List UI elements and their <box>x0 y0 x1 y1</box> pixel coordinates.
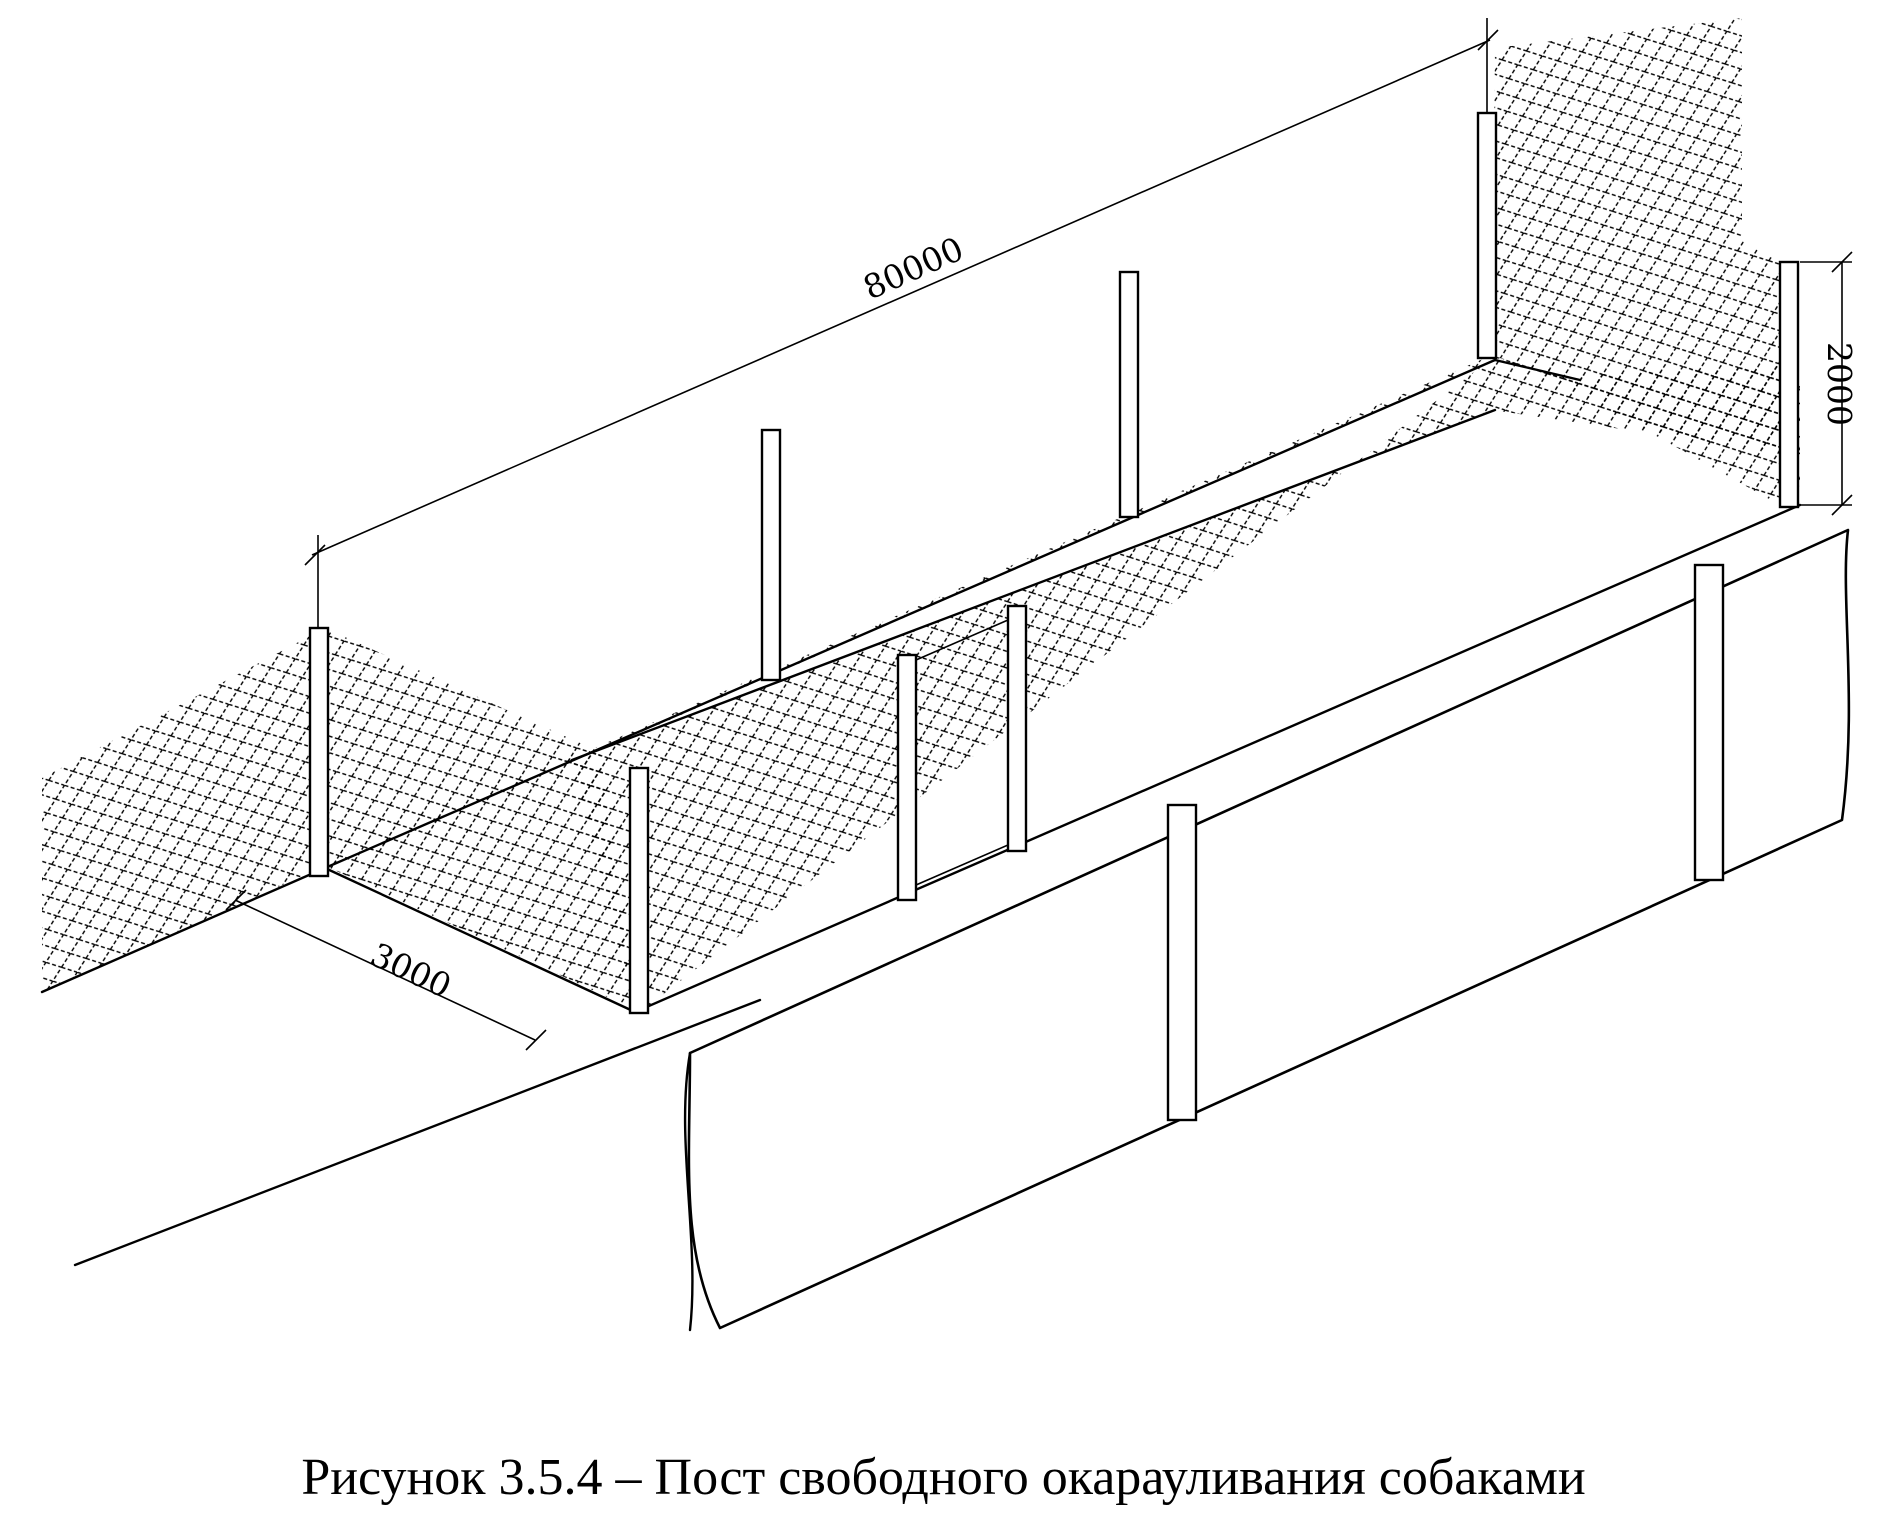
fence-post <box>1476 111 1498 360</box>
perimeter-wall <box>687 528 1851 1330</box>
fence-post <box>760 428 782 682</box>
tick-mark <box>525 1029 547 1051</box>
dimension-line-width <box>234 899 536 1041</box>
far-fence-base-right <box>1493 358 1582 382</box>
fence-post <box>308 626 330 878</box>
tick-mark <box>304 544 326 566</box>
tick-mark <box>225 889 247 911</box>
near-fence-base-line <box>633 503 1802 1014</box>
tick-mark <box>1477 29 1499 51</box>
fence-post <box>1118 270 1140 519</box>
inner-corridor-line <box>570 408 1497 762</box>
dimension-line-length <box>311 39 1491 556</box>
road-edge-line <box>73 998 762 1267</box>
figure-caption: Рисунок 3.5.4 – Пост свободного окараули… <box>301 1449 1586 1506</box>
dimension-length-label: 80000 <box>857 229 969 307</box>
fence-post <box>628 766 650 1015</box>
wall-column <box>1693 563 1725 882</box>
tick-mark <box>1831 251 1853 273</box>
dimension-height-label: 2000 <box>1820 342 1859 426</box>
fence-post <box>1006 604 1028 853</box>
outer-ground-line <box>40 866 327 994</box>
wall-left-cut <box>683 1051 694 1332</box>
fence-post <box>1778 260 1800 509</box>
fence-post <box>896 653 918 902</box>
gate <box>915 618 1009 887</box>
right-fence-mesh <box>1500 185 1780 505</box>
wall-column <box>1166 803 1198 1122</box>
dimension-width-label: 3000 <box>365 935 458 1006</box>
far-fence-mesh <box>42 18 1742 992</box>
tick-mark <box>1831 494 1853 516</box>
corridor-end-line <box>323 866 637 1014</box>
corner-fence-mesh <box>325 628 635 1010</box>
far-fence-base-line <box>323 358 1497 870</box>
